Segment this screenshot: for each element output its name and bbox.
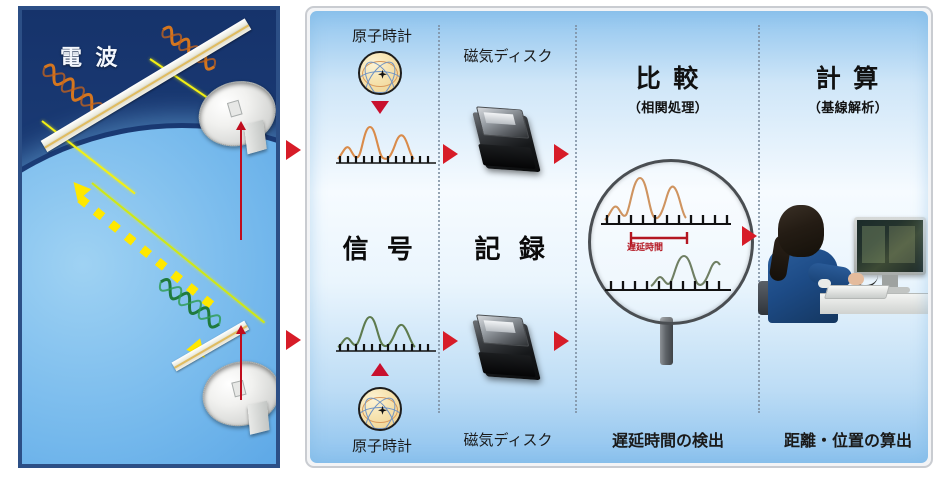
- caption-atomic-clock-top: 原子時計: [351, 27, 412, 45]
- delay-time-annotation: 遅延時間: [627, 243, 664, 253]
- stage-label-signal: 信 号: [342, 235, 418, 265]
- flow-arrow-record-bottom: [443, 331, 458, 351]
- divider-compare-calculate: [758, 25, 760, 413]
- divider-signal-record: [438, 25, 440, 413]
- atomic-clock-icon: [358, 51, 402, 95]
- calculate-subtitle: （基線解析）: [807, 101, 889, 116]
- correlation-plot: [601, 176, 731, 291]
- left-panel-geometry: 電 波 遅延時間 × 電波の速さ: [18, 6, 280, 468]
- caption-magnetic-disk-bottom: 磁気ディスク: [463, 431, 553, 449]
- flow-arrow-compare-bottom: [554, 331, 569, 351]
- monitor-base: [870, 287, 910, 293]
- caption-delay-detection: 遅延時間の検出: [611, 431, 724, 450]
- arrow-clock-to-signal-bottom: [371, 363, 389, 376]
- hard-disk-icon: [468, 305, 546, 392]
- compare-subtitle: （相関処理）: [627, 101, 709, 116]
- arrow-clock-to-signal-top: [371, 101, 389, 114]
- hdd-label: [483, 112, 516, 126]
- clock-orbit-1: [360, 71, 400, 93]
- label-radio-wave: 電 波: [60, 46, 121, 71]
- signal-path-arrow-bottom: [236, 325, 246, 400]
- caption-distance-position: 距離・位置の算出: [783, 431, 912, 450]
- signal-path-arrow-top: [236, 121, 246, 240]
- flow-arrow-record-top: [443, 144, 458, 164]
- flow-arrow-signal-bottom: [286, 330, 301, 350]
- monitor-screen: [857, 220, 923, 272]
- analyst-head: [778, 205, 824, 257]
- analyst-at-computer-icon: [758, 197, 928, 323]
- magnifier-lens: 遅延時間: [588, 159, 754, 325]
- clock-nucleus: [378, 69, 387, 79]
- screen-window-right: [888, 226, 916, 263]
- clock-globe: [358, 387, 402, 431]
- atomic-clock-icon: [358, 387, 402, 431]
- clock-nucleus: [378, 405, 387, 415]
- signal-waveform-top: [336, 123, 436, 171]
- process-flow-canvas: 原子時計: [310, 11, 928, 463]
- stage-label-compare: 比 較 （相関処理）: [582, 59, 754, 116]
- hard-disk-icon: [468, 97, 546, 184]
- right-panel-process-flow: 原子時計: [305, 6, 933, 468]
- flow-arrow-compare-top: [554, 144, 569, 164]
- clock-globe: [358, 51, 402, 95]
- clock-orbit-1: [360, 407, 400, 429]
- caption-magnetic-disk-top: 磁気ディスク: [463, 47, 553, 65]
- hdd-label: [483, 320, 516, 334]
- stage-label-record: 記 録: [474, 235, 550, 265]
- compare-title: 比 較: [635, 64, 701, 93]
- analyst-hand: [848, 273, 864, 285]
- hdd-front-bezel: [478, 351, 536, 377]
- caption-atomic-clock-bottom: 原子時計: [351, 437, 412, 455]
- signal-waveform-bottom: [336, 311, 436, 359]
- screen-window-left: [862, 226, 885, 263]
- dish-mast: [243, 119, 266, 154]
- divider-record-compare: [575, 25, 577, 413]
- calculate-title: 計 算: [815, 64, 881, 93]
- magnifier-handle: [660, 317, 673, 365]
- mouse: [818, 279, 831, 288]
- stage-label-calculate: 計 算 （基線解析）: [766, 59, 928, 116]
- computer-monitor: [854, 217, 926, 275]
- flow-arrow-calculate: [742, 226, 757, 246]
- flow-arrow-signal-top: [286, 140, 301, 160]
- hdd-front-bezel: [478, 143, 536, 169]
- dish-mast: [246, 400, 269, 435]
- keyboard: [823, 285, 891, 299]
